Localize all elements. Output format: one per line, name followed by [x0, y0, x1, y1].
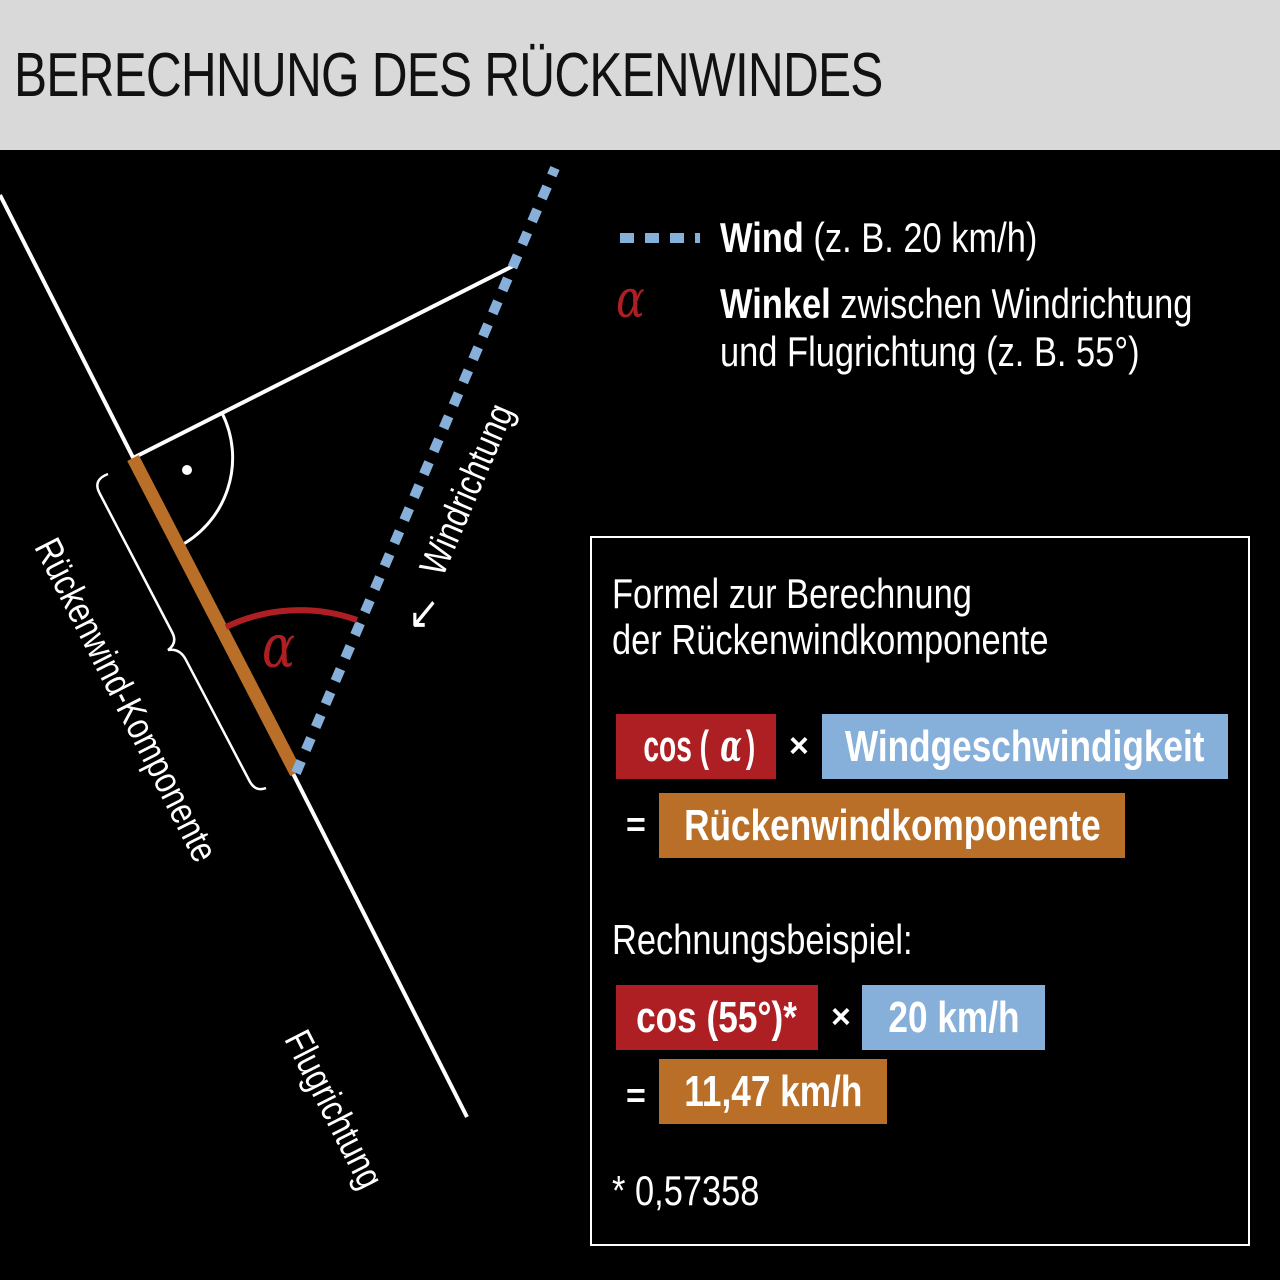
arrow-down-left-icon: ↙ — [408, 586, 440, 638]
times-sign: × — [789, 727, 809, 765]
equals-sign: = — [626, 806, 646, 844]
angle-alpha-label: α — [262, 612, 296, 682]
example-times-sign: × — [831, 998, 851, 1036]
tailwind-component-bar — [127, 455, 302, 776]
page-title: BERECHNUNG DES RÜCKENWINDES — [14, 41, 883, 110]
right-angle-arc — [177, 412, 235, 549]
title-bar: BERECHNUNG DES RÜCKENWINDES — [0, 0, 1280, 150]
footnote: * 0,57358 — [612, 1167, 760, 1214]
example-equals-sign: = — [626, 1077, 646, 1115]
example-cos-box: cos (55°)* — [616, 985, 818, 1050]
perpendicular-line — [132, 263, 516, 460]
wind-speed-box: Windgeschwindigkeit — [822, 714, 1228, 779]
component-result-box: Rückenwindkomponente — [659, 793, 1125, 858]
right-angle-dot — [182, 465, 192, 475]
example-result-box: 11,47 km/h — [659, 1059, 887, 1124]
example-speed-box: 20 km/h — [862, 985, 1045, 1050]
legend-wind: Wind (z. B. 20 km/h) — [720, 214, 1038, 261]
formula-panel — [590, 536, 1250, 1246]
cos-alpha-box: cos (α) — [616, 714, 776, 779]
angle-arc — [224, 607, 359, 630]
wind-dashed-line — [291, 166, 560, 775]
legend-alpha-icon: α — [616, 270, 645, 330]
example-heading: Rechnungsbeispiel: — [612, 916, 913, 963]
component-brace — [96, 472, 267, 791]
